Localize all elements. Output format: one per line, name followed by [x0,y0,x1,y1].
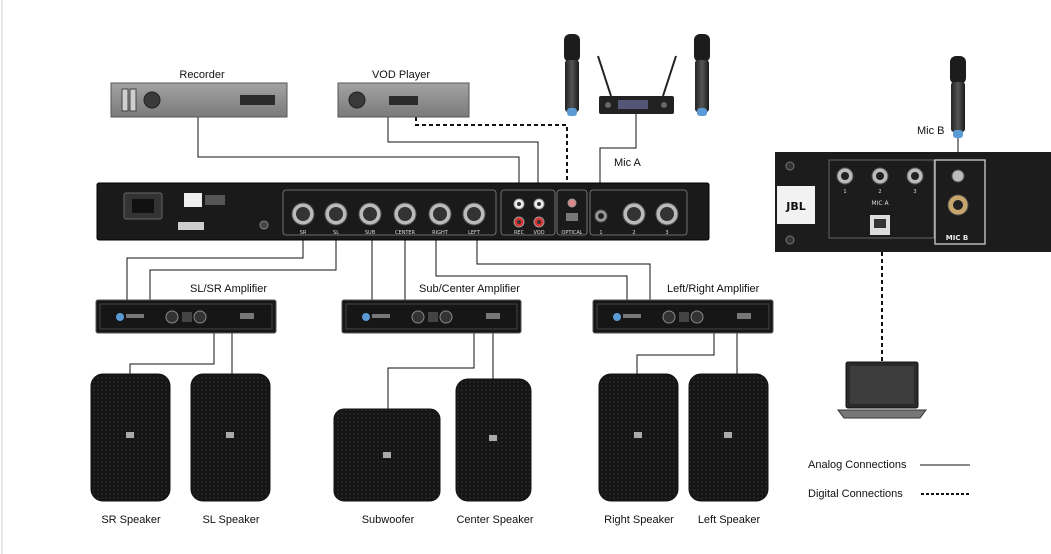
svg-text:SUB: SUB [365,230,376,236]
sub-center-amplifier [341,299,522,334]
svg-text:2: 2 [632,230,635,236]
sr-speaker [90,373,171,502]
svg-text:LEFT: LEFT [468,230,481,236]
subwoofer [333,408,441,502]
recorder-device [110,82,288,118]
svg-text:MIC A: MIC A [871,200,889,207]
mic-input-numbers: 1 2 3 [599,230,668,236]
legend: Analog Connections Digital Connections [808,459,971,500]
wireless-mic-system [564,34,710,116]
left-right-amplifier-label: Left/Right Amplifier [667,283,760,295]
mic-a-label: Mic A [614,157,642,169]
sl-speaker [190,373,271,502]
sub-center-amplifier-label: Sub/Center Amplifier [419,283,520,295]
jbl-logo-text: JBL [785,200,806,213]
center-speaker [455,378,532,502]
right-speaker [598,373,679,502]
mic-input-jacks [594,202,679,226]
sr-speaker-label: SR Speaker [101,514,161,526]
mic-b-handheld [950,56,966,196]
left-right-amplifier [592,299,774,334]
svg-text:REC: REC [514,230,525,236]
center-speaker-label: Center Speaker [456,514,533,526]
sl-speaker-label: SL Speaker [202,514,259,526]
svg-text:CENTER: CENTER [395,230,416,236]
digital-cables [415,117,883,362]
output-jack-labels: SR SL SUB CENTER RIGHT LEFT [300,230,481,236]
analog-cables [126,110,738,410]
svg-text:3: 3 [913,189,916,195]
subwoofer-label: Subwoofer [362,514,415,526]
vod-player-label: VOD Player [372,69,430,81]
svg-text:SR: SR [300,230,307,236]
svg-text:RIGHT: RIGHT [432,230,449,236]
svg-text:1: 1 [843,189,846,195]
svg-text:1: 1 [599,230,602,236]
svg-text:VOD: VOD [533,230,544,236]
mic-input-panel [775,152,1051,252]
laptop-icon [837,361,927,419]
svg-text:2: 2 [878,189,881,195]
left-speaker [688,373,769,502]
legend-digital-label: Digital Connections [808,488,903,500]
legend-analog-label: Analog Connections [808,459,907,471]
recorder-label: Recorder [179,69,225,81]
svg-text:OPTICAL: OPTICAL [561,230,582,236]
svg-text:MIC B: MIC B [946,234,968,242]
rca-input-jacks [513,198,578,228]
svg-text:SL: SL [333,230,339,236]
vod-player-device [337,82,470,118]
right-speaker-label: Right Speaker [604,514,674,526]
sl-sr-amplifier [95,299,277,334]
mic-b-label: Mic B [917,125,945,137]
output-jacks [291,202,486,226]
sl-sr-amplifier-label: SL/SR Amplifier [190,283,267,295]
svg-text:3: 3 [665,230,668,236]
input-jack-labels: REC VOD OPTICAL [514,230,583,236]
left-speaker-label: Left Speaker [698,514,761,526]
mic-panel-texts: JBL 1 2 3 MIC A MIC B [785,189,968,242]
